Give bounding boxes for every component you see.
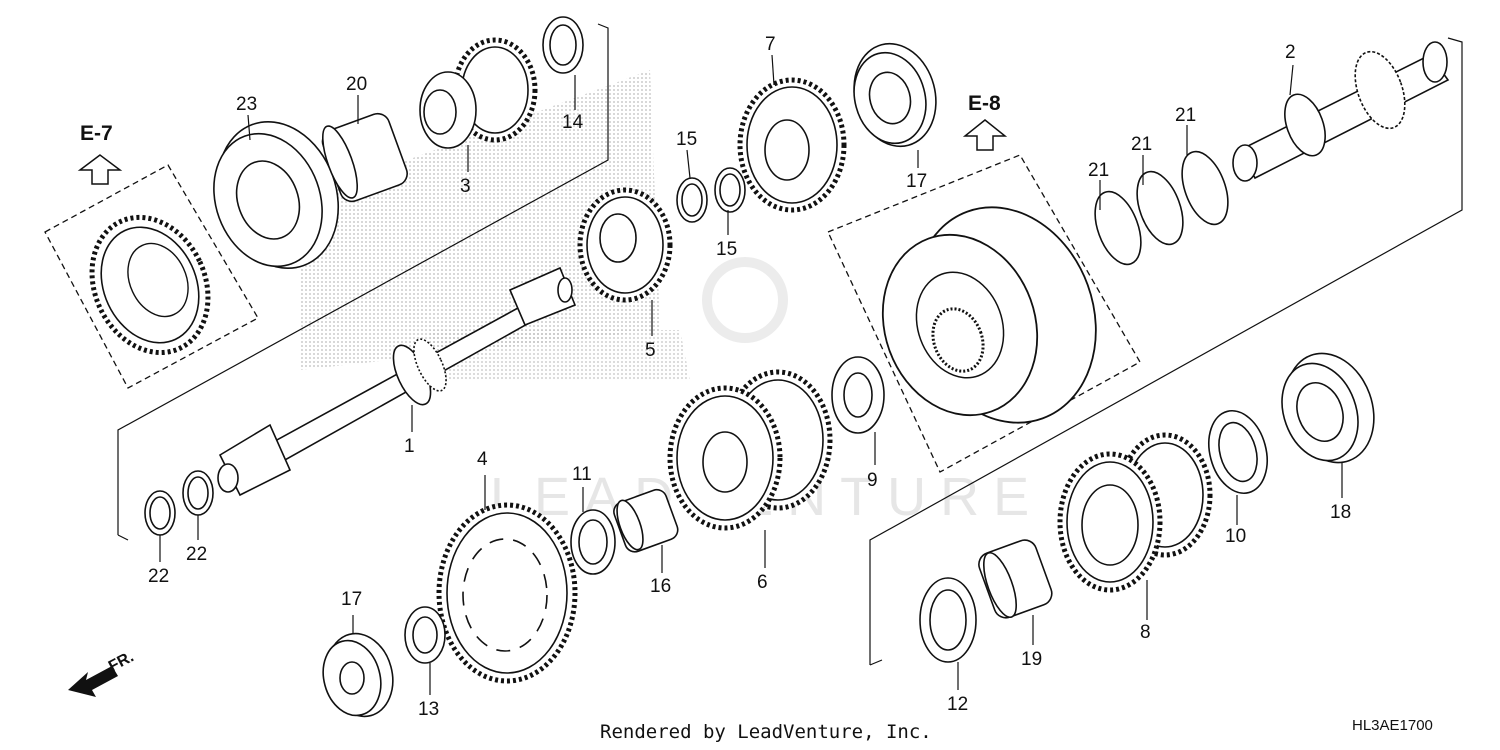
callout-11[interactable]: 11 (572, 464, 592, 485)
callout-12[interactable]: 12 (947, 694, 968, 715)
needle-bearing-19 (978, 539, 1053, 619)
washer-10 (1208, 409, 1268, 495)
snap-rings-15 (676, 167, 746, 223)
countershaft (1232, 41, 1450, 182)
callout-22-a[interactable]: 22 (148, 566, 169, 587)
rendered-by-credit: Rendered by LeadVenture, Inc. (600, 721, 932, 743)
callout-9[interactable]: 9 (867, 470, 878, 491)
washer-12 (919, 577, 977, 663)
gear-8 (1057, 432, 1213, 593)
callout-10[interactable]: 10 (1225, 526, 1246, 547)
rings-21 (1094, 150, 1229, 266)
callout-numbers: 1 2 3 4 5 6 7 8 9 10 11 12 13 14 15 15 1… (148, 34, 1351, 720)
bearing-17-bottom (322, 632, 394, 718)
gear-5 (577, 187, 673, 303)
gear-4 (436, 502, 578, 684)
callout-8[interactable]: 8 (1140, 622, 1151, 643)
e7-dashed-box (44, 164, 259, 389)
bearing-18 (1281, 352, 1375, 464)
callout-21-b[interactable]: 21 (1131, 134, 1152, 155)
assembly-brackets (117, 23, 1463, 666)
callout-19[interactable]: 19 (1021, 649, 1042, 670)
bearing-17-top (853, 42, 937, 148)
e8-reference-label[interactable]: E-8 (968, 92, 1001, 115)
callout-1[interactable]: 1 (404, 436, 415, 457)
front-arrow-icon (68, 666, 118, 697)
watermark-flame-icon (702, 257, 788, 343)
callout-2[interactable]: 2 (1285, 42, 1296, 63)
callout-13[interactable]: 13 (418, 699, 439, 720)
e8-arrow-icon (962, 119, 1008, 151)
callout-21-c[interactable]: 21 (1175, 105, 1196, 126)
needle-bearing-16 (613, 488, 679, 553)
washers-22 (144, 470, 214, 536)
needle-bearing-20 (321, 112, 408, 203)
callout-4[interactable]: 4 (477, 449, 488, 470)
front-direction-indicator: FR. (68, 648, 137, 697)
bearing-23 (213, 120, 340, 270)
e7-arrow-icon (77, 154, 123, 185)
leader-lines (159, 54, 1343, 695)
gear-7 (737, 77, 847, 213)
diagram-code: HL3AE1700 (1352, 717, 1433, 734)
e7-gear (89, 214, 211, 356)
callout-23[interactable]: 23 (236, 94, 257, 115)
callout-16[interactable]: 16 (650, 576, 671, 597)
callout-18[interactable]: 18 (1330, 502, 1351, 523)
e8-dashed-box (827, 154, 1141, 473)
clutch-drum (881, 206, 1097, 424)
gear-3 (419, 37, 538, 149)
e7-reference-label[interactable]: E-7 (80, 122, 113, 145)
e7-inset: E-7 (44, 122, 259, 389)
callout-3[interactable]: 3 (460, 176, 471, 197)
callout-15-upper[interactable]: 15 (676, 129, 697, 150)
callout-7[interactable]: 7 (765, 34, 776, 55)
tab-washer-9 (831, 356, 885, 434)
washer-11 (570, 509, 616, 575)
callout-20[interactable]: 20 (346, 74, 367, 95)
callout-22-b[interactable]: 22 (186, 544, 207, 565)
washer-13 (404, 606, 446, 664)
washer-14 (542, 16, 584, 74)
e8-inset: E-8 (827, 92, 1141, 473)
callout-15-lower[interactable]: 15 (716, 239, 737, 260)
callout-5[interactable]: 5 (645, 340, 656, 361)
mainshaft (217, 266, 577, 497)
callout-6[interactable]: 6 (757, 572, 768, 593)
callout-14[interactable]: 14 (562, 112, 584, 133)
callout-21-a[interactable]: 21 (1088, 160, 1109, 181)
callout-17-bottom[interactable]: 17 (341, 589, 362, 610)
gear-6 (667, 369, 833, 531)
callout-17-top[interactable]: 17 (906, 171, 927, 192)
